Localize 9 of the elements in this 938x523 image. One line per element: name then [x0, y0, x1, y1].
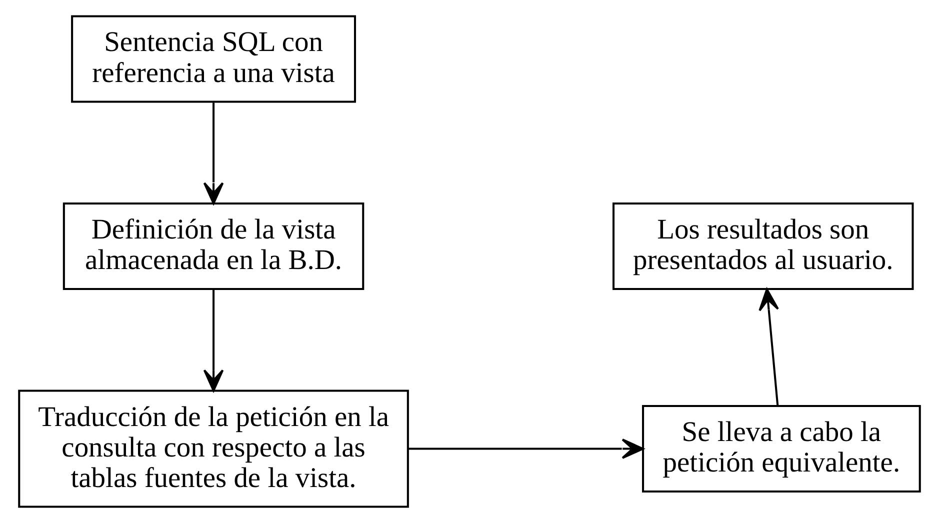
node-box: Sentencia SQL con referencia a una vista — [70, 15, 356, 103]
node-box: Se lleva a cabo la petición equivalente. — [642, 405, 920, 493]
arrow — [202, 102, 224, 204]
arrow — [202, 289, 224, 392]
arrow — [408, 438, 644, 459]
node-box: Los resultados son presentados al usuario. — [612, 202, 914, 290]
arrow — [758, 288, 778, 406]
node-box: Traducción de la petición en la consulta con respecto a las tablas fuentes de la vista. — [18, 390, 408, 508]
node-box: Definición de la vista almacenada en la B.D. — [62, 202, 364, 290]
